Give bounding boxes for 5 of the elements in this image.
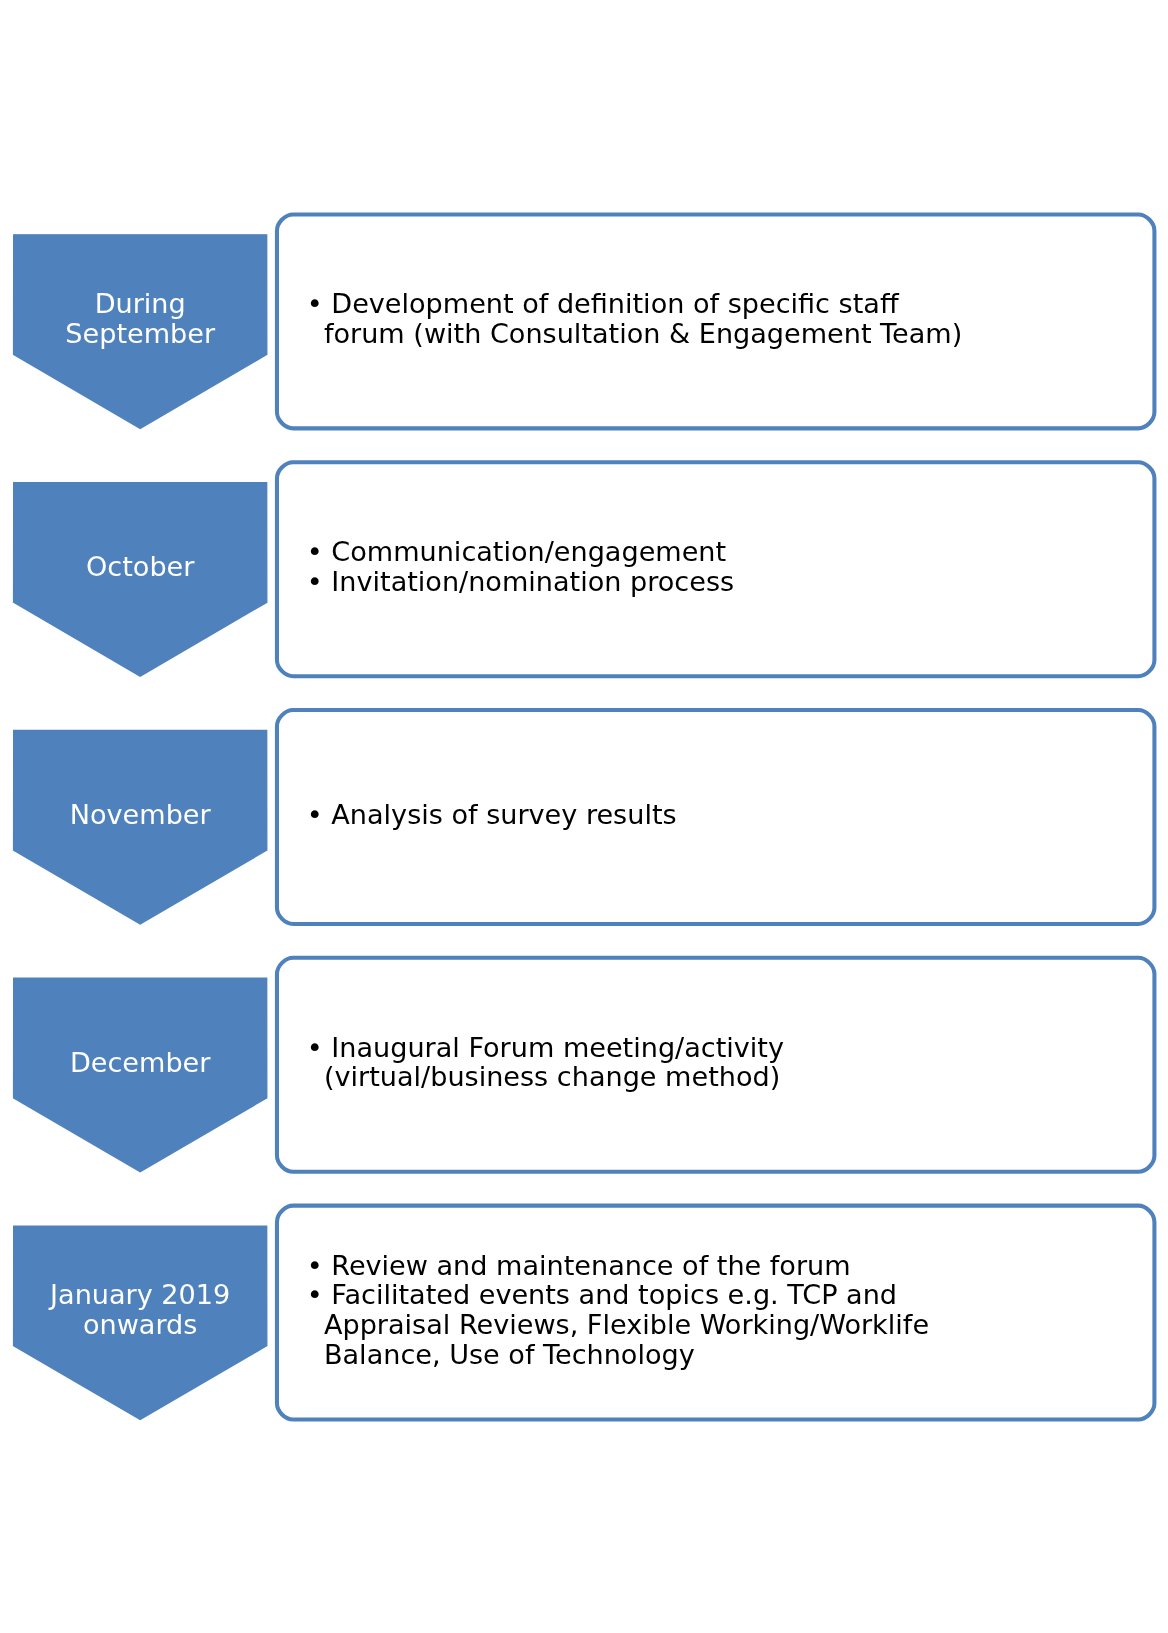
node-box: • Communication/engagement • Invitation/nomination process [274,459,1157,678]
node-box: • Review and maintenance of the forum • Facilitated events and topics e.g. TCP and Appraisal Reviews, Flexible Working/Worklife Balance, Use of Technology [274,1203,1157,1422]
node-box: • Development of definition of specific staff forum (with Consultation & Engagement Team) [274,211,1157,430]
node-box: • Inaugural Forum meeting/activity (virtual/business change method) [274,955,1157,1174]
node-box: • Analysis of survey results [274,707,1157,926]
